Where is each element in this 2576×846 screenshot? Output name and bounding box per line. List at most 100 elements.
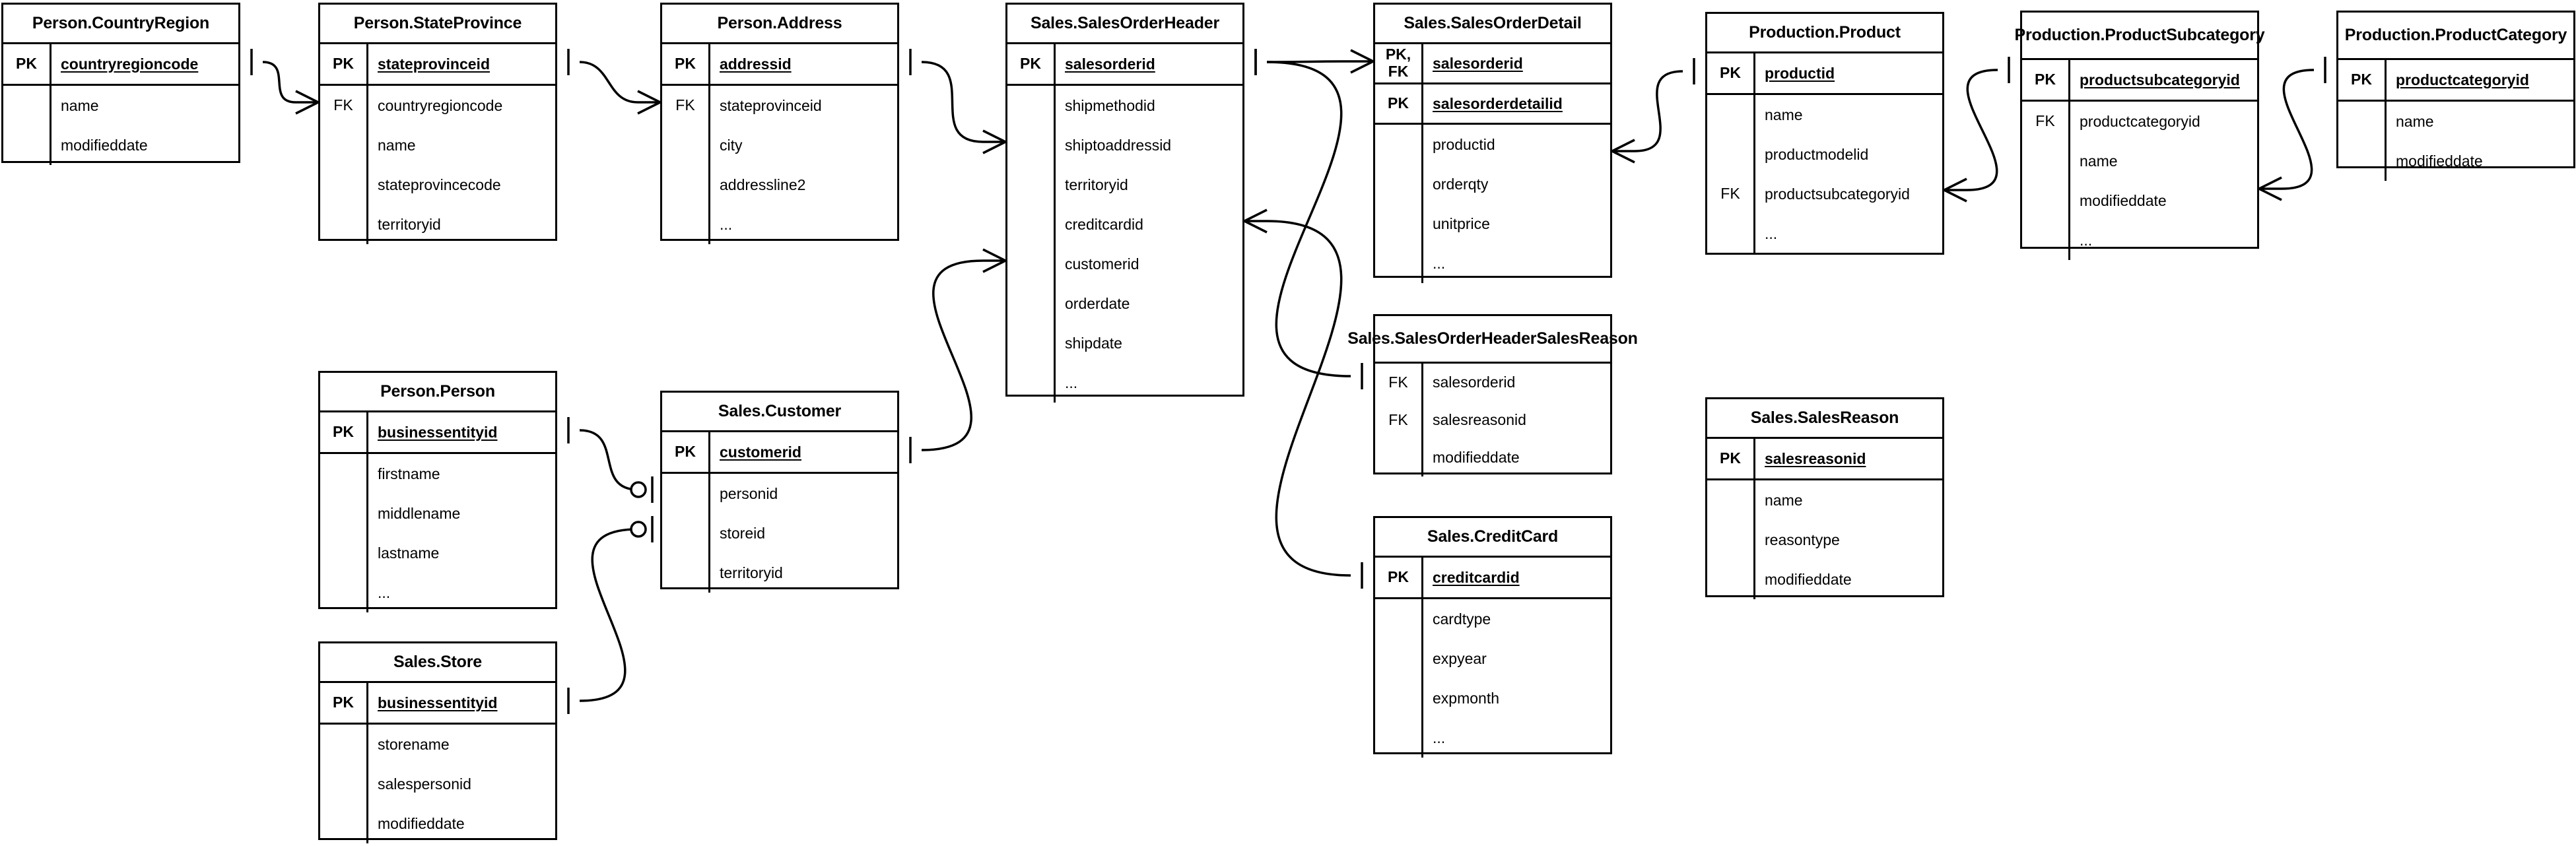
attribute-row[interactable]: salespersonid: [320, 764, 555, 804]
attribute-row[interactable]: ...: [1707, 214, 1942, 253]
key-badge: [1707, 135, 1755, 174]
attribute-row[interactable]: modifieddate: [2022, 181, 2257, 220]
attribute-row[interactable]: productid: [1375, 125, 1610, 164]
attribute-row[interactable]: middlename: [320, 494, 555, 533]
key-badge: [1375, 204, 1423, 244]
entity-title: Person.StateProvince: [320, 5, 555, 44]
attribute-row[interactable]: shipmethodid: [1007, 86, 1242, 125]
key-badge: PK: [2338, 60, 2387, 100]
attribute-row[interactable]: cardtype: [1375, 599, 1610, 639]
attribute-row[interactable]: expyear: [1375, 639, 1610, 678]
entity-title: Sales.SalesReason: [1707, 399, 1942, 439]
attribute-row[interactable]: stateprovincecode: [320, 165, 555, 205]
attribute-row[interactable]: ...: [1375, 718, 1610, 758]
attribute-name: modifieddate: [1765, 570, 1852, 588]
rel-creditcard-salesorderheader: [1244, 209, 1363, 589]
attribute-row[interactable]: customerid: [1007, 244, 1242, 284]
attribute-row[interactable]: territoryid: [662, 553, 897, 593]
attribute-row[interactable]: modifieddate: [1375, 439, 1610, 476]
attribute-name: creditcardid: [1433, 568, 1520, 586]
attribute-row[interactable]: productmodelid: [1707, 135, 1942, 174]
attribute-row[interactable]: storename: [320, 725, 555, 764]
attribute-name: salesorderid: [1065, 55, 1155, 73]
attribute-row[interactable]: reasontype: [1707, 520, 1942, 560]
attribute-row[interactable]: ...: [1375, 244, 1610, 283]
attribute-row[interactable]: name: [2338, 102, 2573, 141]
attribute-name: stateprovinceid: [720, 96, 822, 114]
attribute-row[interactable]: ...: [662, 205, 897, 244]
attribute-row[interactable]: lastname: [320, 533, 555, 573]
attribute-section: name modifieddate: [2338, 100, 2573, 181]
attribute-row[interactable]: creditcardid: [1007, 205, 1242, 244]
attribute-row[interactable]: ...: [320, 573, 555, 612]
attribute-row[interactable]: storeid: [662, 513, 897, 553]
key-badge: [320, 454, 368, 494]
attribute-row[interactable]: modifieddate: [3, 125, 238, 165]
attribute-row[interactable]: modifieddate: [1707, 560, 1942, 599]
attribute-row[interactable]: modifieddate: [2338, 141, 2573, 181]
attribute-row[interactable]: territoryid: [1007, 165, 1242, 205]
attribute-name: territoryid: [1065, 176, 1128, 193]
attribute-row[interactable]: shipdate: [1007, 323, 1242, 363]
attribute-row[interactable]: name: [1707, 480, 1942, 520]
attribute-row[interactable]: personid: [662, 474, 897, 513]
attribute-row[interactable]: name: [3, 86, 238, 125]
attribute-row[interactable]: expmonth: [1375, 678, 1610, 718]
key-badge: PK: [2022, 60, 2070, 100]
attribute-row[interactable]: shiptoaddressid: [1007, 125, 1242, 165]
attribute-row[interactable]: orderdate: [1007, 284, 1242, 323]
attribute-row[interactable]: addressline2: [662, 165, 897, 205]
attribute-row[interactable]: city: [662, 125, 897, 165]
attribute-row[interactable]: unitprice: [1375, 204, 1610, 244]
attribute-row[interactable]: firstname: [320, 454, 555, 494]
attribute-row[interactable]: name: [1707, 95, 1942, 135]
attribute-row[interactable]: ...: [2022, 220, 2257, 260]
attribute-row[interactable]: ...: [1007, 363, 1242, 403]
attribute-row[interactable]: territoryid: [320, 205, 555, 244]
attribute-name: creditcardid: [1065, 215, 1143, 233]
attribute-row[interactable]: orderqty: [1375, 164, 1610, 204]
attribute-row[interactable]: name: [320, 125, 555, 165]
attribute-name: modifieddate: [2396, 152, 2483, 170]
attribute-row[interactable]: name: [2022, 141, 2257, 181]
attribute-row[interactable]: modifieddate: [320, 804, 555, 843]
